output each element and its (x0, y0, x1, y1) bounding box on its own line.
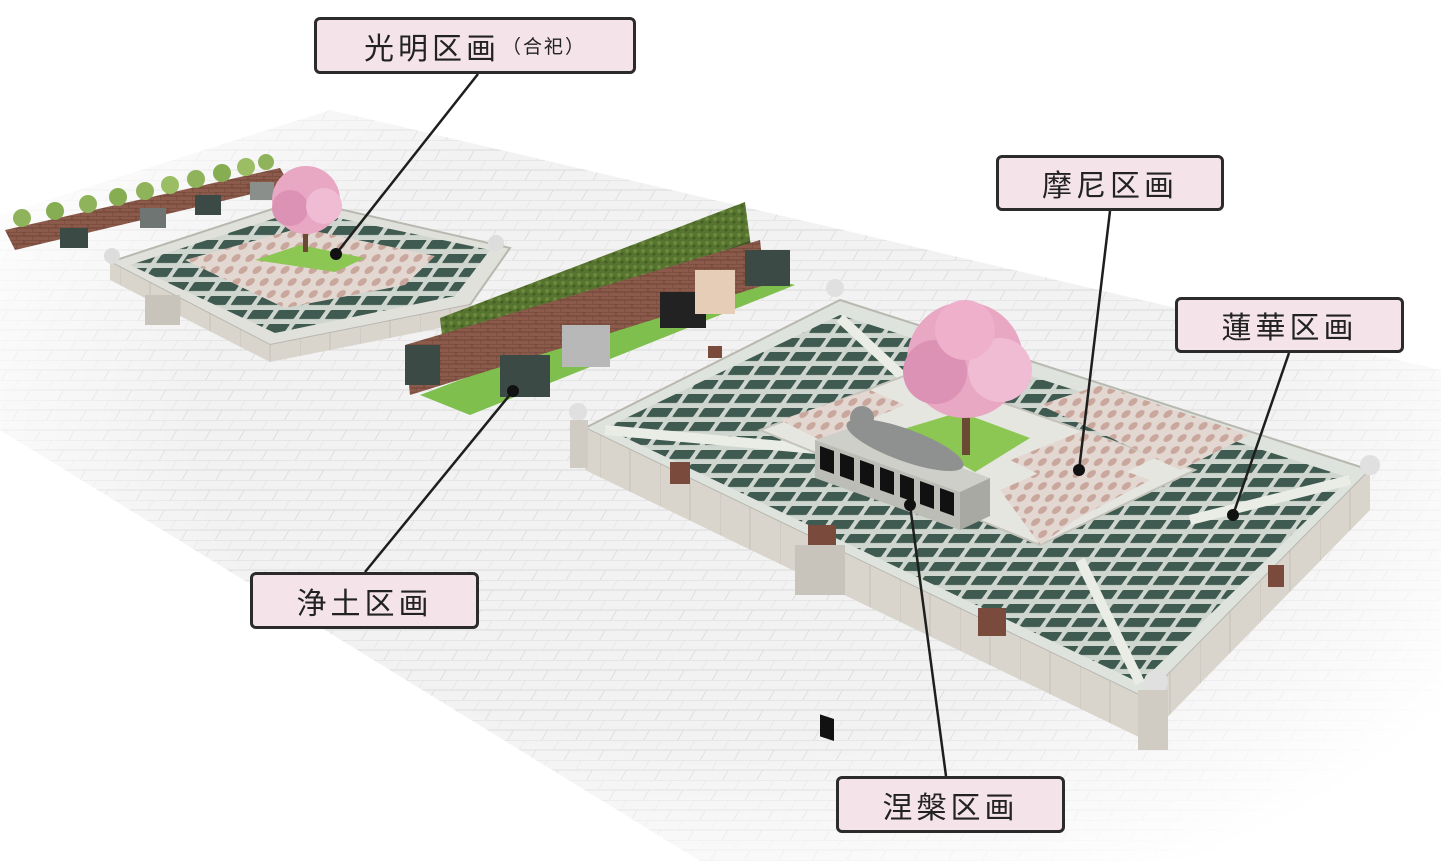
dot-komyo (330, 248, 342, 260)
dot-nehan (904, 499, 916, 511)
label-komyo-section: 光明区画（合祀） (314, 17, 636, 74)
komyo-section (5, 154, 512, 362)
tomb-cabinets-back (60, 182, 274, 248)
label-komyo-sub: （合祀） (501, 36, 586, 58)
leader-renge (1231, 352, 1291, 516)
label-komyo-main: 光明区画 (363, 31, 500, 67)
shrub-row (13, 154, 274, 227)
leader-dots (330, 248, 1239, 521)
jodo-section (405, 202, 795, 415)
dot-mani (1073, 464, 1085, 476)
tomb-cabinets-jodo (405, 250, 790, 397)
label-nehan-section: 涅槃区画 (836, 776, 1065, 833)
dot-renge (1227, 509, 1239, 521)
label-renge-section: 蓮華区画 (1175, 297, 1404, 353)
label-jodo-section: 浄土区画 (250, 572, 479, 629)
sakura-tree-small (272, 166, 342, 252)
dot-jodo (507, 385, 519, 397)
sakura-tree-large (903, 300, 1032, 455)
nehan-columbarium (815, 406, 990, 741)
leader-mani (1077, 210, 1112, 471)
main-section (569, 279, 1380, 750)
leader-komyo (335, 73, 479, 255)
leader-jodo (364, 390, 514, 573)
label-mani-section: 摩尼区画 (996, 155, 1224, 211)
leader-nehan (908, 504, 948, 777)
leader-lines (335, 73, 1291, 777)
